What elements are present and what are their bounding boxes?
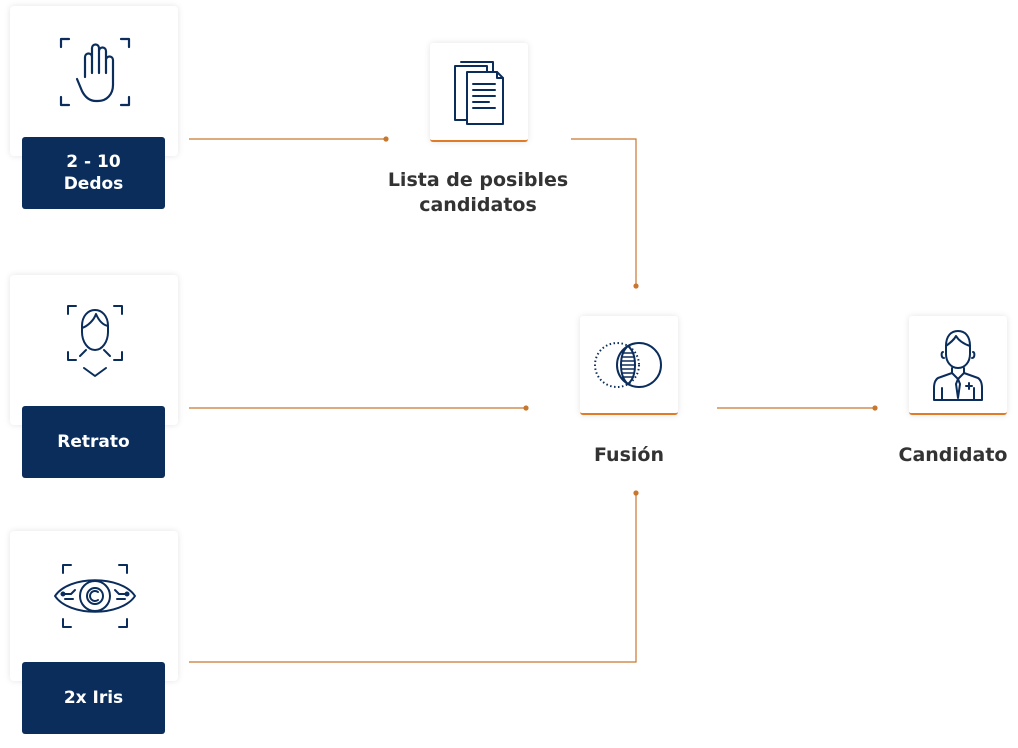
connector-dot [633,490,639,496]
candidate-card [909,316,1007,415]
connector-dot [633,283,639,289]
candidate-list-card [430,43,528,142]
fingers-label-box: 2 - 10 Dedos [22,137,165,209]
documents-icon [449,58,509,126]
iris-label: 2x Iris [63,688,124,708]
candidate-list-label-line1: Lista de posibles [387,169,569,191]
connector-dot [523,405,529,411]
candidate-list-label: Lista de posibles candidatos [368,168,588,218]
connector-list-to-fusion [571,138,637,286]
hand-scan-icon [56,34,134,110]
candidate-list-label-line2: candidatos [419,194,537,216]
fusion-label: Fusión [594,444,664,466]
fingers-count: 2 - 10 [66,152,121,172]
fingers-label: Dedos [63,174,124,194]
portrait-label-box: Retrato [22,406,165,478]
portrait-label: Retrato [57,432,130,452]
person-icon [930,328,986,402]
fusion-icon [589,337,669,393]
fusion-card [580,316,678,415]
connector-dot [383,136,389,142]
iris-card [10,531,178,681]
iris-label-box: 2x Iris [22,662,165,734]
candidate-label: Candidato [898,444,1008,466]
iris-scan-icon [50,560,140,632]
connector-iris-to-fusion [189,494,637,663]
face-scan-icon [60,300,130,380]
fingers-card [10,6,178,156]
connector-dot [872,405,878,411]
